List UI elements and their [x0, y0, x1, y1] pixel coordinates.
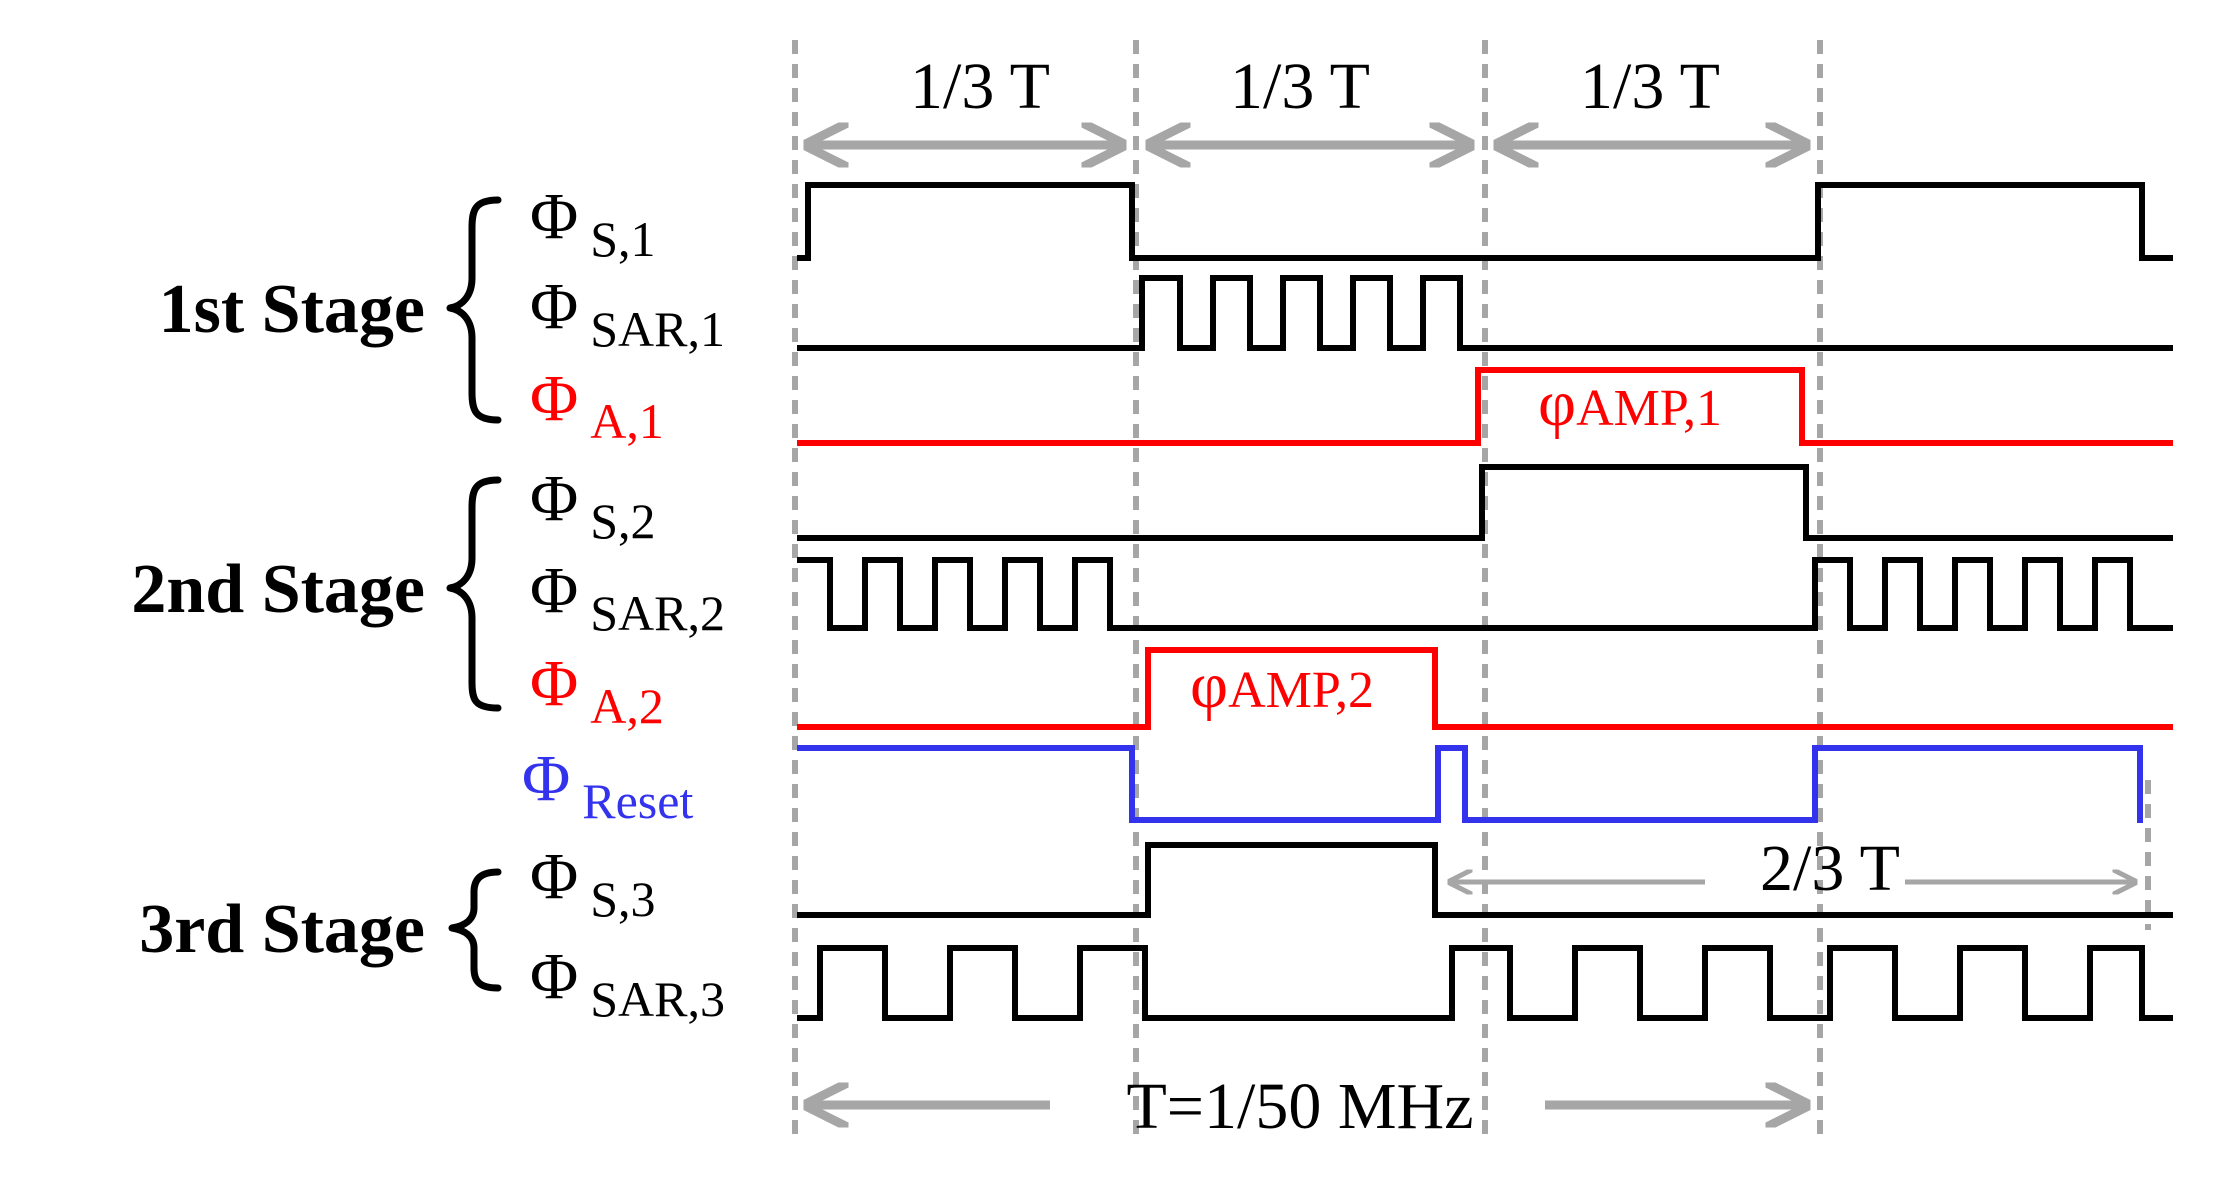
- third-label-2: 1/3 T: [1230, 50, 1370, 123]
- stage3-label: 3rd Stage: [139, 891, 425, 968]
- phi-s2-symbol: Φ: [530, 462, 578, 535]
- amp2-pulse-label: φAMP,2: [1190, 649, 1374, 722]
- waveform-phi-a1: [797, 367, 2173, 446]
- stage2-brace-icon: [446, 476, 502, 712]
- phi-sar3-symbol: Φ: [530, 940, 578, 1013]
- phi-s3-subscript: S,3: [590, 871, 655, 927]
- stage1-label: 1st Stage: [159, 271, 425, 348]
- phi-sar1-symbol: Φ: [530, 270, 578, 343]
- phi-a1-subscript: A,1: [590, 393, 664, 449]
- phi-s1-subscript: S,1: [590, 211, 655, 267]
- amp1-phi-symbol: φ: [1538, 367, 1576, 440]
- third-label-3: 1/3 T: [1580, 50, 1720, 123]
- amp2-phi-symbol: φ: [1190, 649, 1228, 722]
- amp1-text: AMP,1: [1576, 380, 1722, 437]
- phi-a2-subscript: A,2: [590, 678, 664, 734]
- waveform-phi-s2: [797, 464, 2173, 541]
- phi-s1-symbol: Φ: [530, 180, 578, 253]
- phi-sar2-symbol: Φ: [530, 554, 578, 627]
- phi-s2-subscript: S,2: [590, 493, 655, 549]
- phi-reset-symbol: Φ: [522, 742, 570, 815]
- stage3-brace-icon: [448, 868, 502, 992]
- waveform-phi-s3: [797, 842, 2173, 918]
- period-label: T=1/50 MHz: [1126, 1070, 1473, 1143]
- stage2-label: 2nd Stage: [131, 551, 425, 628]
- phi-s3-symbol: Φ: [530, 840, 578, 913]
- guide-lines: [792, 40, 2151, 1140]
- waveform-phi-sar3: [797, 945, 2173, 1021]
- waveform-phi-sar1: [797, 275, 2173, 351]
- waveforms: [797, 182, 2173, 1021]
- phi-sar2-subscript: SAR,2: [590, 585, 725, 641]
- two-thirds-label: 2/3 T: [1760, 832, 1900, 905]
- waveform-phi-s1: [797, 182, 2173, 261]
- phi-a2-symbol: Φ: [530, 647, 578, 720]
- amp2-text: AMP,2: [1228, 662, 1374, 719]
- waveform-phi-a2: [797, 647, 2173, 730]
- amp1-pulse-label: φAMP,1: [1538, 367, 1722, 440]
- waveform-phi-reset: [797, 745, 2143, 823]
- phi-sar3-subscript: SAR,3: [590, 971, 725, 1027]
- stage-braces: [446, 196, 502, 992]
- phi-a1-symbol: Φ: [530, 362, 578, 435]
- phi-reset-subscript: Reset: [582, 773, 693, 829]
- dimension-arrows: [808, 145, 1806, 1105]
- third-label-1: 1/3 T: [910, 50, 1050, 123]
- phi-sar1-subscript: SAR,1: [590, 301, 725, 357]
- waveform-phi-sar2: [797, 557, 2173, 631]
- stage1-brace-icon: [446, 196, 502, 424]
